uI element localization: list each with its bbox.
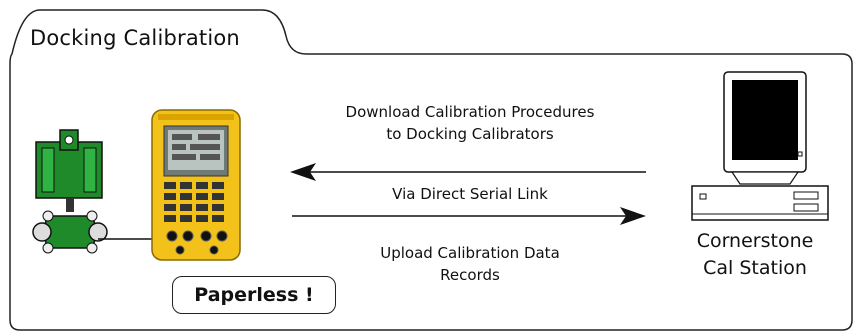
connection-cable: [98, 238, 158, 240]
download-label: Download Calibration Procedures to Docki…: [345, 103, 595, 143]
cal-station-label: Cornerstone Cal Station: [696, 230, 814, 279]
upload-label: Upload Calibration Data Records: [380, 244, 560, 284]
arrow-right-icon: [292, 207, 646, 225]
pressure-transmitter-icon: [32, 129, 108, 254]
computer-workstation-icon: [691, 71, 829, 221]
diagram-title: Docking Calibration: [30, 26, 240, 50]
paperless-badge: Paperless !: [172, 276, 336, 314]
docking-calibrator-icon: [151, 109, 241, 261]
arrow-left-icon: [290, 163, 646, 181]
serial-link-label: Via Direct Serial Link: [392, 185, 548, 203]
